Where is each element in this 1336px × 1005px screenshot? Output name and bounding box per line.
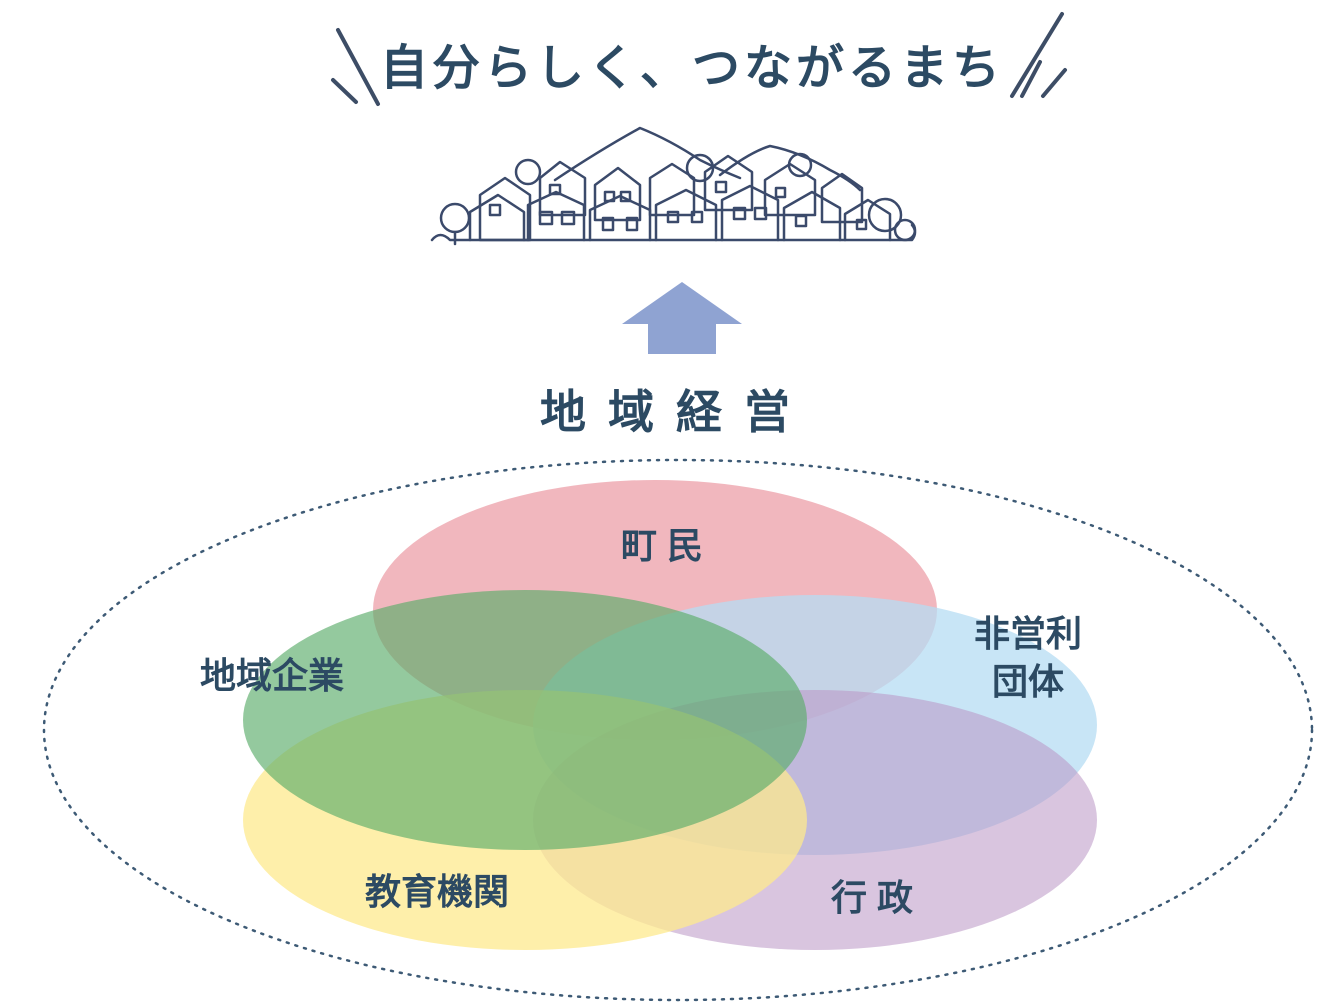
house xyxy=(843,198,892,242)
stakeholder-labels: 町民 地域企業 非営利 団体 教育機関 行政 xyxy=(200,526,1082,919)
house xyxy=(654,188,718,242)
house xyxy=(720,184,780,242)
mountain-left xyxy=(553,126,742,182)
house xyxy=(703,154,754,212)
tree xyxy=(514,158,542,186)
tagline: 自分らしく、つながるまち xyxy=(380,40,1004,96)
house xyxy=(588,194,652,242)
stakeholder-ellipses xyxy=(243,480,1097,950)
house xyxy=(478,176,532,242)
label-government: 行政 xyxy=(831,878,923,919)
up-arrow-icon xyxy=(622,282,742,354)
house xyxy=(782,190,842,242)
label-nonprofit-line2: 団体 xyxy=(992,662,1064,703)
ellipse-local-business xyxy=(243,590,807,850)
right-accent-lines-icon xyxy=(1010,12,1067,98)
tree xyxy=(867,197,903,233)
town-illustration xyxy=(430,126,917,246)
label-nonprofit-line1: 非営利 xyxy=(974,614,1082,655)
outer-boundary xyxy=(42,458,1314,1002)
left-accent-lines-icon xyxy=(331,28,380,106)
tree xyxy=(439,202,471,234)
house xyxy=(526,190,586,242)
tree xyxy=(685,153,715,183)
label-residents: 町民 xyxy=(621,526,713,567)
label-local-business: 地域企業 xyxy=(200,655,344,697)
ground-line xyxy=(430,223,917,242)
label-education: 教育機関 xyxy=(365,872,509,913)
tree xyxy=(893,218,917,242)
house xyxy=(820,172,864,224)
core-label: 地域経営 xyxy=(540,385,812,439)
house xyxy=(468,193,526,242)
house xyxy=(593,166,642,222)
house xyxy=(538,160,587,217)
tagline-group: 自分らしく、つながるまち xyxy=(331,12,1067,106)
